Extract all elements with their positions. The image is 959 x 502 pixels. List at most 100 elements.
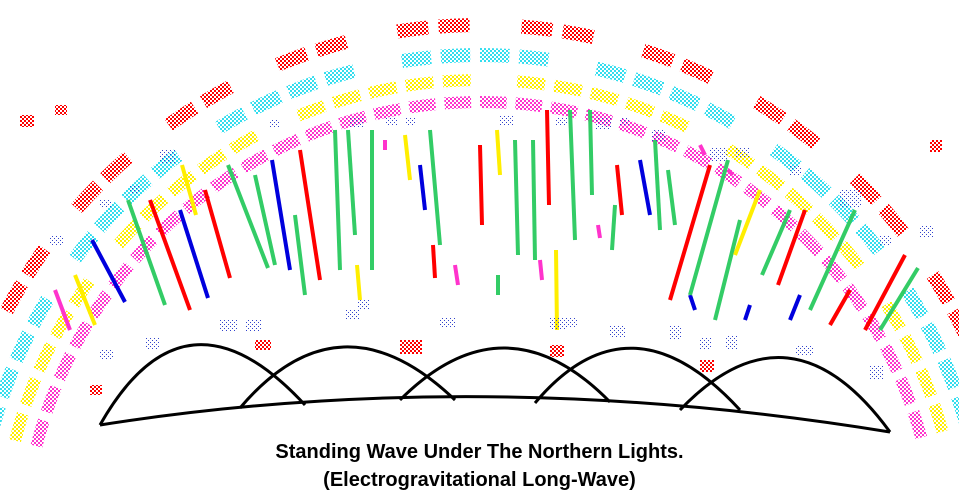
aurora-segment xyxy=(479,96,507,109)
aurora-segment xyxy=(323,64,356,86)
aurora-segment xyxy=(641,43,676,68)
standing-wave xyxy=(98,343,892,434)
aurora-segment xyxy=(437,18,470,34)
blue-dot-cluster xyxy=(710,148,728,162)
light-streak-blue xyxy=(688,294,697,311)
aurora-segment xyxy=(668,86,702,111)
aurora-segment xyxy=(713,162,743,188)
aurora-segment xyxy=(100,151,133,184)
light-streak-green xyxy=(293,214,307,296)
aurora-band-red xyxy=(0,18,959,338)
aurora-segment xyxy=(304,121,334,142)
aurora-segment xyxy=(167,170,197,198)
blue-dot-cluster xyxy=(100,350,114,360)
aurora-segment xyxy=(69,320,93,350)
light-streak-green xyxy=(588,109,594,196)
light-streak-red xyxy=(776,209,807,286)
blue-dot-cluster xyxy=(385,118,397,126)
aurora-segment xyxy=(404,76,435,92)
blue-dot-cluster xyxy=(345,310,359,320)
aurora-segment xyxy=(837,240,865,270)
aurora-segment xyxy=(444,96,472,110)
aurora-segment xyxy=(849,173,882,206)
aurora-segment xyxy=(331,89,362,109)
aurora-segment xyxy=(632,72,665,96)
aurora-segment xyxy=(920,321,947,355)
aurora-segment xyxy=(107,261,134,291)
blue-dot-cluster xyxy=(145,337,159,349)
aurora-segment xyxy=(250,89,283,116)
light-streak-magenta xyxy=(698,144,707,156)
aurora-segment xyxy=(0,280,28,315)
aurora-segment xyxy=(679,58,714,84)
light-streak-green xyxy=(428,129,442,246)
aurora-segment xyxy=(877,203,909,237)
red-dot-cluster xyxy=(550,345,564,357)
dot-clusters xyxy=(20,105,942,395)
light-streak-green xyxy=(568,109,577,241)
aurora-segment xyxy=(787,119,821,150)
aurora-segment xyxy=(26,295,54,329)
aurora-segment xyxy=(314,35,349,58)
blue-dot-cluster xyxy=(500,115,514,125)
blue-dot-cluster xyxy=(555,118,567,126)
aurora-segment xyxy=(240,149,270,174)
light-streak-red xyxy=(148,199,192,311)
aurora-segment xyxy=(937,357,959,391)
aurora-segment xyxy=(659,110,690,133)
blue-dot-cluster xyxy=(790,165,802,175)
aurora-segment xyxy=(164,101,199,131)
diagram-subtitle: (Electrogravitational Long-Wave) xyxy=(323,469,636,491)
aurora-segment xyxy=(274,47,310,72)
light-streaks xyxy=(53,109,920,332)
light-streak-green xyxy=(666,169,677,226)
aurora-segment xyxy=(515,97,543,113)
aurora-segment xyxy=(855,223,885,256)
aurora-segment xyxy=(682,145,713,169)
aurora-segment xyxy=(594,61,627,83)
aurora-segment xyxy=(408,98,437,114)
blue-dot-cluster xyxy=(440,318,456,328)
aurora-band-yellow xyxy=(9,74,949,443)
red-dot-cluster xyxy=(400,340,422,354)
blue-dot-cluster xyxy=(550,318,566,330)
light-streak-green xyxy=(610,204,617,251)
blue-dot-cluster xyxy=(700,338,712,350)
aurora-segment xyxy=(69,231,99,263)
aurora-segment xyxy=(479,48,510,63)
aurora-segment xyxy=(796,228,824,257)
blue-dot-cluster xyxy=(100,200,112,208)
aurora-band-cyan xyxy=(0,48,959,428)
aurora-bands xyxy=(0,18,959,448)
aurora-segment xyxy=(9,411,29,443)
aurora-segment xyxy=(928,402,949,434)
blue-dot-cluster xyxy=(880,235,892,245)
blue-dot-cluster xyxy=(870,365,884,379)
light-streak-magenta xyxy=(538,259,544,281)
aurora-segment xyxy=(49,309,75,340)
blue-dot-cluster xyxy=(220,320,238,332)
blue-dot-cluster xyxy=(620,118,630,126)
aurora-segment xyxy=(899,333,923,365)
aurora-segment xyxy=(87,290,113,320)
aurora-segment xyxy=(862,312,887,342)
light-streak-blue xyxy=(90,239,127,303)
aurora-segment xyxy=(881,301,906,332)
red-dot-cluster xyxy=(930,140,942,152)
aurora-segment xyxy=(9,330,35,364)
light-streak-red xyxy=(431,244,437,279)
aurora-segment xyxy=(53,352,76,382)
aurora-segment xyxy=(880,344,903,374)
blue-dot-cluster xyxy=(270,120,280,128)
light-streak-magenta xyxy=(726,168,735,177)
light-streak-green xyxy=(346,129,357,236)
light-streak-green xyxy=(808,209,857,311)
aurora-segment xyxy=(951,396,959,424)
aurora-segment xyxy=(396,20,429,39)
aurora-segment xyxy=(113,219,142,249)
aurora-segment xyxy=(769,143,802,173)
aurora-segment xyxy=(30,418,50,448)
light-streak-green xyxy=(688,159,730,296)
aurora-segment xyxy=(0,366,19,400)
